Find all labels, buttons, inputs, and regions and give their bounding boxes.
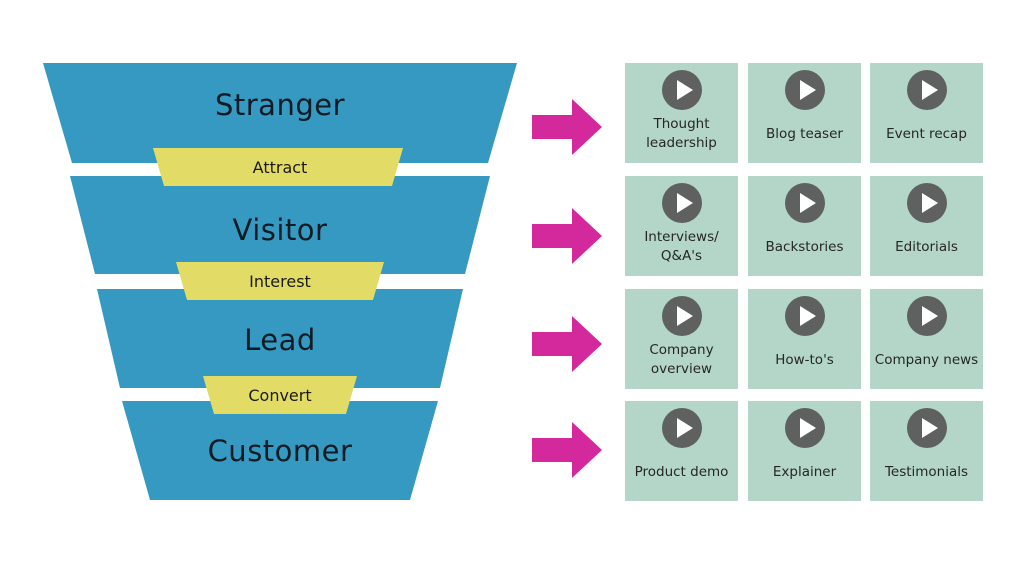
- content-tile-label: How-to's: [775, 351, 834, 368]
- stage-label-stranger: Stranger: [214, 88, 346, 122]
- funnel-step-interest-band: [176, 262, 384, 300]
- right-arrow-icon: [532, 208, 602, 264]
- content-tile[interactable]: Explainer: [748, 401, 861, 501]
- stage-label-customer: Customer: [207, 434, 353, 468]
- content-tile-label: Company news: [874, 351, 979, 368]
- content-tile-label: Thought leadership: [646, 116, 717, 151]
- play-icon[interactable]: [907, 70, 947, 110]
- content-tile[interactable]: Interviews/ Q&A's: [625, 176, 738, 276]
- funnel-stage-visitor: [70, 176, 490, 274]
- play-icon[interactable]: [662, 408, 702, 448]
- funnel-step-convert-band: [203, 376, 357, 414]
- content-tile[interactable]: Event recap: [870, 63, 983, 163]
- play-icon[interactable]: [785, 70, 825, 110]
- stage-label-lead: Lead: [244, 323, 316, 357]
- content-tile[interactable]: Product demo: [625, 401, 738, 501]
- play-icon[interactable]: [907, 183, 947, 223]
- content-tile-label: Backstories: [765, 238, 844, 255]
- content-tile[interactable]: Editorials: [870, 176, 983, 276]
- content-tile-label: Explainer: [772, 463, 837, 480]
- play-icon[interactable]: [662, 183, 702, 223]
- content-tile-label: Editorials: [895, 238, 958, 255]
- content-tile[interactable]: Company overview: [625, 289, 738, 389]
- content-tile-label: Product demo: [634, 463, 729, 480]
- content-tile[interactable]: Testimonials: [870, 401, 983, 501]
- play-icon[interactable]: [662, 70, 702, 110]
- funnel-stage-lead: [97, 289, 463, 388]
- content-tile[interactable]: Blog teaser: [748, 63, 861, 163]
- play-icon[interactable]: [662, 296, 702, 336]
- right-arrow-icon: [532, 316, 602, 372]
- content-tile[interactable]: Thought leadership: [625, 63, 738, 163]
- play-icon[interactable]: [907, 296, 947, 336]
- content-tile-label: Interviews/ Q&A's: [644, 229, 719, 264]
- funnel-step-attract-band: [153, 148, 403, 186]
- content-tile[interactable]: Company news: [870, 289, 983, 389]
- content-tile-label: Company overview: [649, 342, 714, 377]
- funnel-diagram: [43, 63, 517, 500]
- play-icon[interactable]: [785, 408, 825, 448]
- content-tile[interactable]: Backstories: [748, 176, 861, 276]
- right-arrow-icon: [532, 422, 602, 478]
- funnel-stage-stranger: [43, 63, 517, 163]
- play-icon[interactable]: [907, 408, 947, 448]
- step-label-convert: Convert: [248, 386, 312, 405]
- step-label-attract: Attract: [252, 158, 308, 177]
- funnel-stage-customer: [122, 401, 438, 500]
- content-tile-label: Event recap: [886, 125, 967, 142]
- content-tile-label: Blog teaser: [766, 125, 843, 142]
- content-tile-label: Testimonials: [884, 463, 969, 480]
- step-label-interest: Interest: [249, 272, 311, 291]
- play-icon[interactable]: [785, 296, 825, 336]
- content-tile[interactable]: How-to's: [748, 289, 861, 389]
- right-arrow-icon: [532, 99, 602, 155]
- stage-label-visitor: Visitor: [232, 213, 328, 247]
- play-icon[interactable]: [785, 183, 825, 223]
